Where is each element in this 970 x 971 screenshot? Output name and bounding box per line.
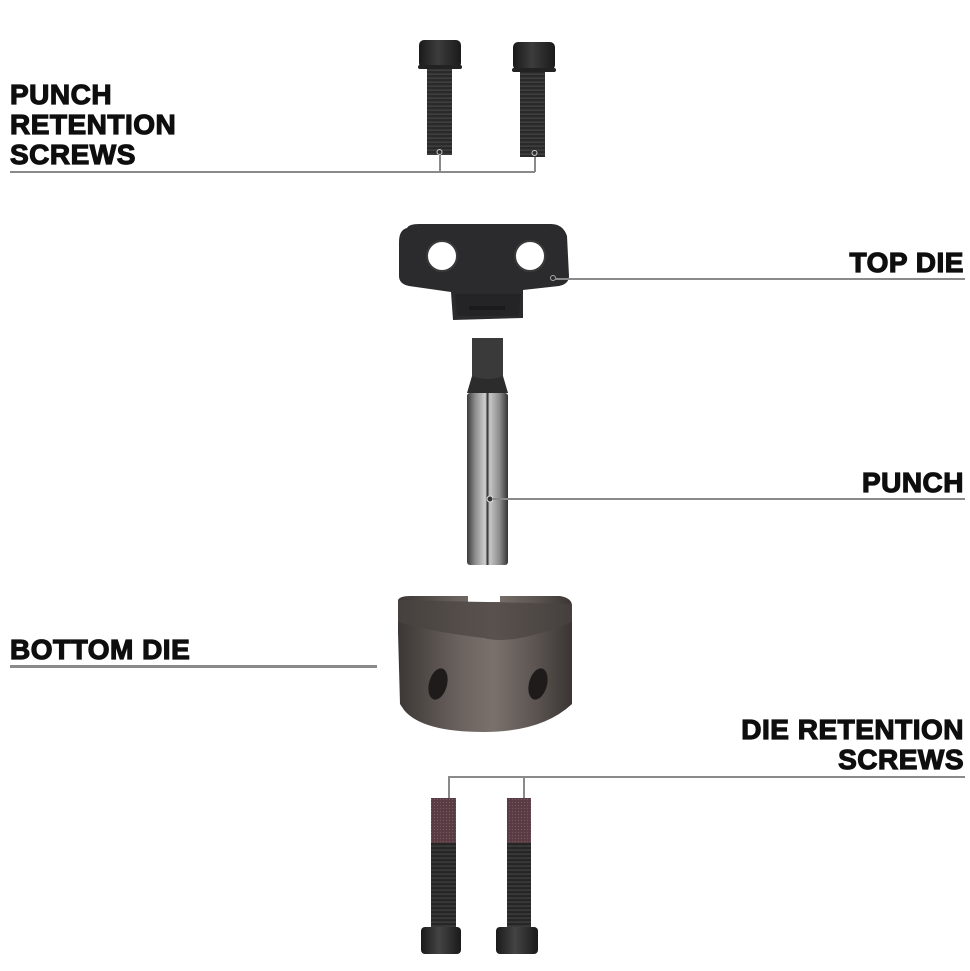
leader-tick-screw-1	[439, 152, 441, 172]
leader-line-die-retention-screws	[448, 776, 965, 778]
label-bottom-die: BOTTOM DIE	[9, 634, 191, 665]
bottom-die-icon	[398, 596, 572, 732]
label-die-retention-screws: DIE RETENTION SCREWS	[741, 714, 964, 775]
leader-tick-screw-2	[534, 152, 536, 172]
label-line-3: SCREWS	[9, 139, 136, 170]
leader-tick-die-screw-1	[448, 776, 450, 800]
label-line-1: PUNCH	[9, 79, 113, 110]
leader-tick-die-screw-2	[523, 776, 525, 800]
label-top-die: TOP DIE	[849, 247, 964, 278]
die-retention-screws-icon	[421, 798, 538, 954]
label-punch-retention-screws: PUNCH RETENTION SCREWS	[9, 79, 177, 170]
leader-line-punch	[493, 498, 965, 500]
punch-retention-screws-icon	[418, 40, 556, 157]
punch-icon	[467, 338, 508, 565]
leader-line-bottom-die	[10, 665, 377, 668]
label-line-1: DIE RETENTION	[741, 714, 964, 745]
label-line-2: SCREWS	[837, 744, 964, 775]
leader-line-top-die	[555, 278, 965, 280]
label-line-2: RETENTION	[9, 109, 177, 140]
label-punch: PUNCH	[861, 467, 964, 498]
leader-line-punch-retention-screws	[10, 171, 535, 173]
top-die-icon	[399, 224, 569, 320]
